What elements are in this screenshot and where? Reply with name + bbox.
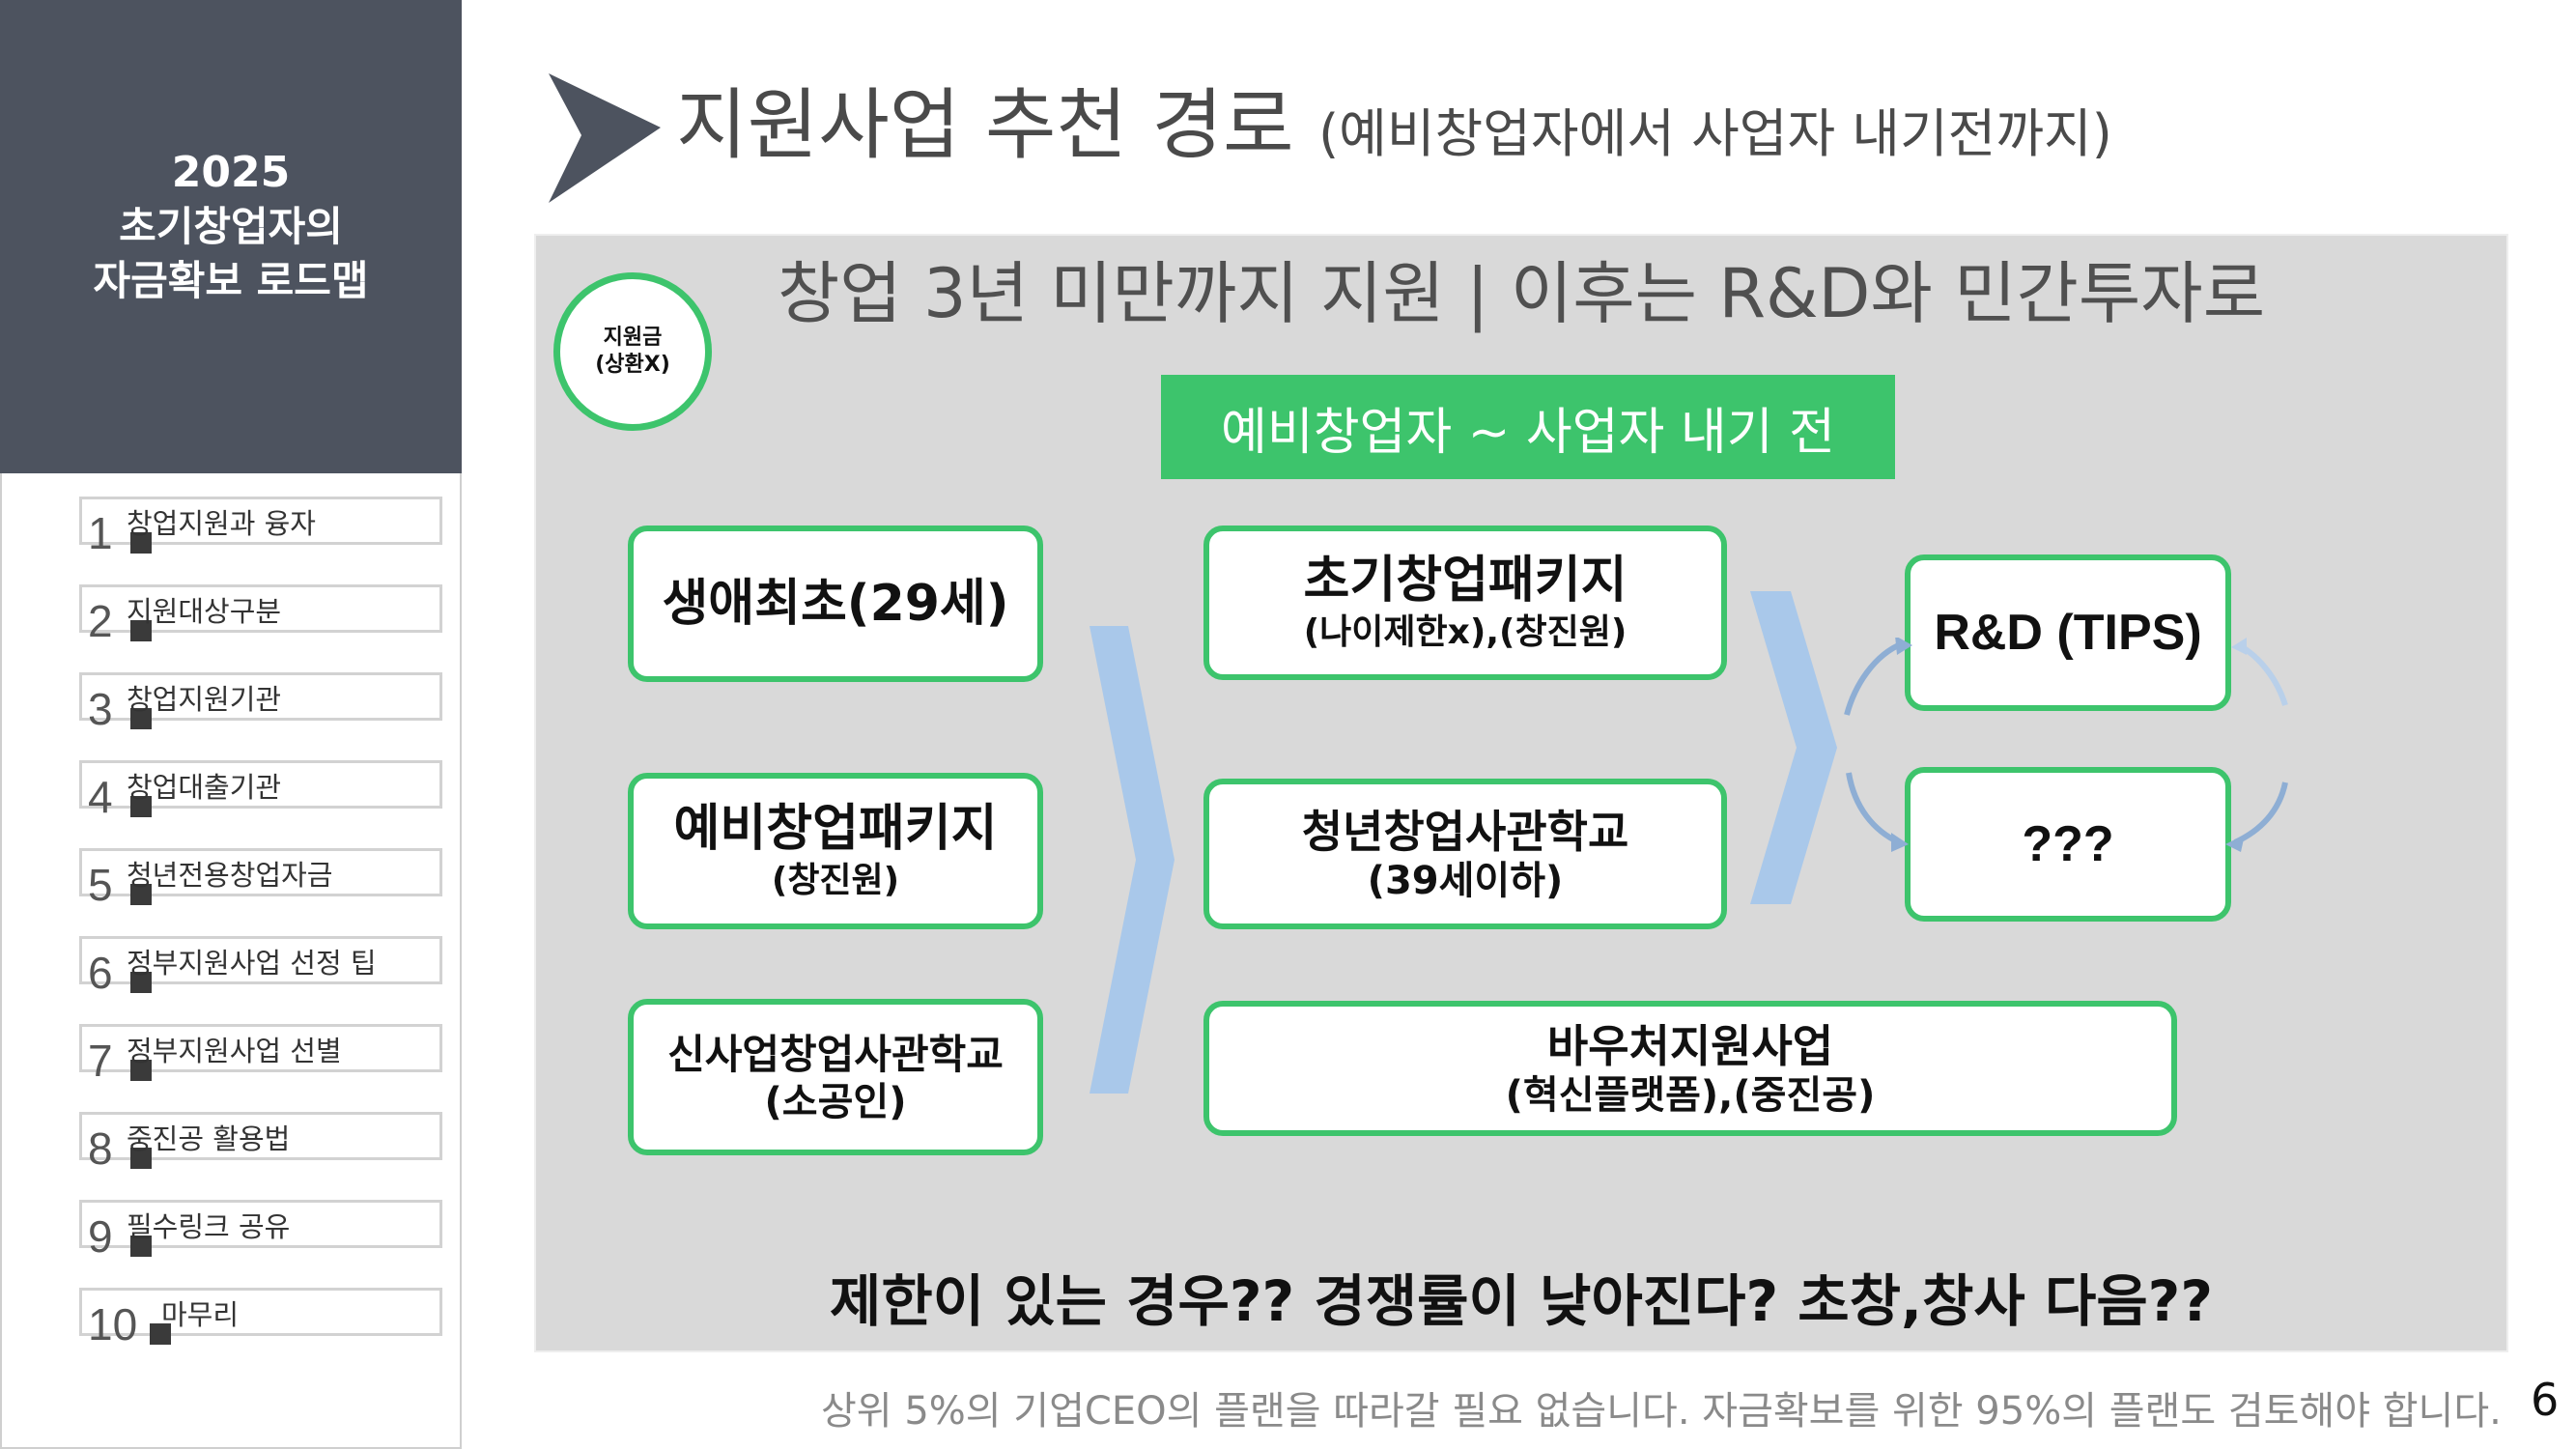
bullet-square-icon (130, 1236, 152, 1257)
nav-item-number: 6 (88, 948, 113, 998)
bullet-square-icon (150, 1323, 171, 1345)
grant-badge-line1: 지원금 (603, 326, 663, 350)
card-title: R&D (TIPS) (1934, 605, 2202, 661)
card-early-startup-package: 초기창업패키지 (나이제한x),(창진원) (1203, 526, 1727, 680)
card-title: 예비창업패키지 (673, 800, 998, 858)
card-youth-startup-academy: 청년창업사관학교 (39세이하) (1203, 779, 1727, 929)
nav-item-label: 청년전용창업자금 (127, 859, 333, 892)
bullet-square-icon (130, 884, 152, 905)
bullet-square-icon (130, 620, 152, 641)
bullet-square-icon (130, 796, 152, 817)
card-subtitle: (39세이하) (1367, 859, 1564, 903)
nav-item-label: 필수링크 공유 (127, 1210, 291, 1243)
nav-item-6[interactable]: 6 정부지원사업 선정 팁 (79, 936, 442, 995)
page-title: 지원사업 추천 경로 (예비창업자에서 사업자 내기전까지) (676, 77, 2112, 183)
panel-heading: 창업 3년 미만까지 지원 | 이후는 R&D와 민간투자로 (777, 254, 2266, 333)
card-pre-startup-package: 예비창업패키지 (창진원) (628, 773, 1043, 929)
nav-item-5[interactable]: 5 청년전용창업자금 (79, 848, 442, 907)
nav-item-label: 정부지원사업 선별 (127, 1035, 342, 1067)
sidebar-title-line1: 초기창업자의 (119, 203, 343, 250)
nav-item-number: 1 (88, 508, 113, 558)
flow-chevron-icon (1750, 591, 1837, 904)
nav-item-label: 창업대출기관 (127, 771, 282, 804)
card-title: 청년창업사관학교 (1301, 806, 1629, 858)
nav-item-8[interactable]: 8 중진공 활용법 (79, 1112, 442, 1171)
footer-note: 상위 5%의 기업CEO의 플랜을 따라갈 필요 없습니다. 자금확보를 위한 … (821, 1389, 2502, 1434)
cycle-arrow-icon (1844, 638, 2288, 852)
nav-item-3[interactable]: 3 창업지원기관 (79, 672, 442, 731)
bullet-square-icon (130, 708, 152, 729)
nav-item-label: 마무리 (161, 1298, 240, 1331)
card-title: 바우처지원사업 (1546, 1020, 1834, 1072)
sidebar-nav: 1 창업지원과 융자 2 지원대상구분 3 창업지원기관 4 창업대출기관 5 … (0, 473, 462, 1449)
sidebar-year: 2025 (171, 148, 291, 197)
nav-item-label: 창업지원과 융자 (127, 507, 316, 540)
card-new-business-academy: 신사업창업사관학교 (소공인) (628, 999, 1043, 1155)
card-rnd-tips: R&D (TIPS) (1905, 554, 2231, 711)
stage-banner: 예비창업자 ~ 사업자 내기 전 (1161, 375, 1895, 479)
nav-item-number: 9 (88, 1211, 113, 1262)
nav-item-7[interactable]: 7 정부지원사업 선별 (79, 1024, 442, 1083)
sidebar-header: 2025 초기창업자의 자금확보 로드맵 (0, 0, 462, 473)
nav-item-9[interactable]: 9 필수링크 공유 (79, 1200, 442, 1259)
grant-badge-line2: (상환X) (595, 353, 670, 377)
card-first-startup: 생애최초(29세) (628, 526, 1043, 682)
card-subtitle: (나이제한x),(창진원) (1303, 612, 1628, 652)
nav-item-2[interactable]: 2 지원대상구분 (79, 584, 442, 643)
closing-question: 제한이 있는 경우?? 경쟁률이 낮아진다? 초창,창사 다음?? (830, 1268, 2213, 1334)
nav-item-1[interactable]: 1 창업지원과 융자 (79, 497, 442, 555)
nav-item-number: 7 (88, 1036, 113, 1086)
nav-item-number: 3 (88, 684, 113, 734)
title-chevron-icon (549, 73, 661, 203)
nav-item-number: 5 (88, 860, 113, 910)
card-subtitle: (창진원) (771, 861, 900, 900)
nav-item-label: 창업지원기관 (127, 683, 282, 716)
page-number: 6 (2531, 1374, 2560, 1426)
nav-item-number: 8 (88, 1123, 113, 1174)
flow-chevron-icon (1090, 626, 1175, 1094)
nav-item-10[interactable]: 10 마무리 (79, 1288, 442, 1347)
card-title: ??? (2022, 816, 2114, 872)
bullet-square-icon (130, 1060, 152, 1081)
nav-item-4[interactable]: 4 창업대출기관 (79, 760, 442, 819)
card-unknown: ??? (1905, 767, 2231, 922)
card-title: 생애최초(29세) (662, 575, 1009, 633)
nav-item-label: 중진공 활용법 (127, 1122, 291, 1155)
card-subtitle: (소공인) (764, 1080, 907, 1124)
card-voucher-program: 바우처지원사업 (혁신플랫폼),(중진공) (1203, 1001, 2177, 1136)
nav-item-label: 지원대상구분 (127, 595, 282, 628)
card-subtitle: (혁신플랫폼),(중진공) (1505, 1073, 1876, 1118)
page-title-sub: (예비창업자에서 사업자 내기전까지) (1318, 103, 2112, 164)
nav-item-number: 4 (88, 772, 113, 822)
card-title: 신사업창업사관학교 (667, 1031, 1004, 1078)
bullet-square-icon (130, 532, 152, 554)
sidebar-title-line2: 자금확보 로드맵 (93, 257, 369, 304)
nav-item-number: 2 (88, 596, 113, 646)
nav-item-label: 정부지원사업 선정 팁 (127, 947, 377, 980)
bullet-square-icon (130, 972, 152, 993)
grant-badge: 지원금 (상환X) (553, 272, 712, 431)
bullet-square-icon (130, 1148, 152, 1169)
card-title: 초기창업패키지 (1303, 552, 1628, 610)
nav-item-number: 10 (88, 1299, 138, 1350)
page-title-main: 지원사업 추천 경로 (676, 80, 1294, 170)
